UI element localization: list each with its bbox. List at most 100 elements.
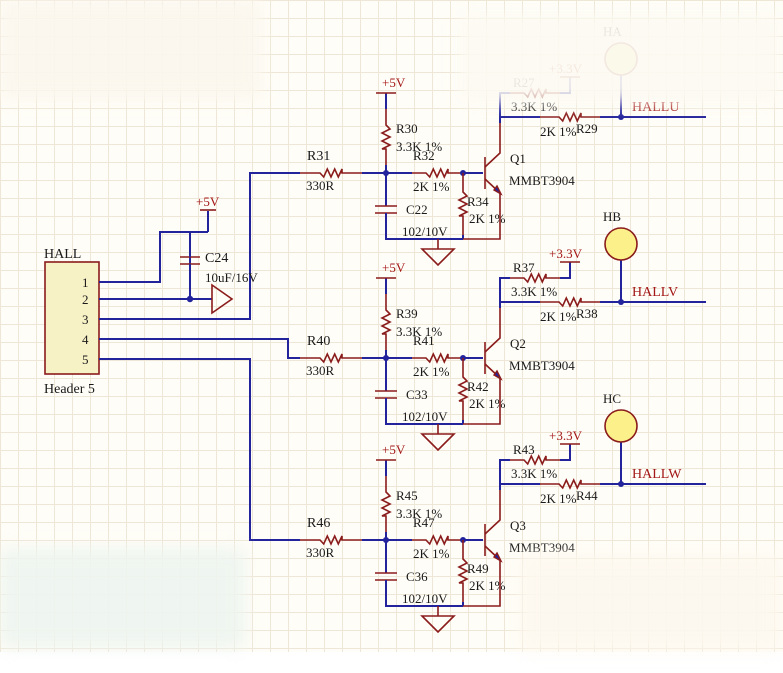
resistor-value: 2K 1% xyxy=(469,211,506,226)
ground-symbol xyxy=(420,606,456,634)
resistor-r45 xyxy=(380,476,392,532)
wire-pin4 xyxy=(99,338,300,359)
wire xyxy=(560,444,571,461)
resistor-value: 330R xyxy=(306,545,335,560)
wire xyxy=(499,459,510,490)
resistor-r42 xyxy=(457,358,469,420)
transistor-part: MMBT3904 xyxy=(509,358,575,373)
wire xyxy=(560,262,571,279)
resistor-value: 3.3K 1% xyxy=(511,284,557,299)
led-label: HC xyxy=(603,391,621,406)
resistor-r40 xyxy=(300,352,362,364)
transistor-emitter xyxy=(463,363,501,425)
c24-value: 10uF/16V xyxy=(205,270,258,285)
resistor-value: 2K 1% xyxy=(540,309,577,324)
channel-2: R40 330R +5V R39 3.3K 1% C33 102/10V R41 2K 1% R4… xyxy=(300,209,706,452)
resistor-r34 xyxy=(457,173,469,235)
resistor-ref: R31 xyxy=(307,149,330,164)
cap-ref: C33 xyxy=(406,387,428,402)
transistor-collector xyxy=(484,490,501,535)
cap-c24: +5V C24 10uF/16V xyxy=(180,194,258,315)
resistor-value: 2K 1% xyxy=(413,179,450,194)
ground-symbol xyxy=(420,424,456,452)
resistor-ref: R46 xyxy=(307,516,330,531)
resistor-r46 xyxy=(300,534,362,546)
obscured-region xyxy=(460,14,780,104)
resistor-value: 3.3K 1% xyxy=(396,324,442,339)
resistor-r32 xyxy=(412,167,462,179)
net-label: HALLW xyxy=(632,467,682,482)
power-label: +3.3V xyxy=(549,428,583,443)
cap-ref: C36 xyxy=(406,569,428,584)
resistor-ref: R41 xyxy=(413,333,435,348)
wire xyxy=(499,277,510,308)
resistor-ref: R40 xyxy=(307,334,330,349)
resistor-ref: R30 xyxy=(396,121,418,136)
power-label: +5V xyxy=(382,442,406,457)
resistor-ref: R37 xyxy=(513,260,535,275)
resistor-value: 3.3K 1% xyxy=(396,139,442,154)
header-part-name: Header 5 xyxy=(44,382,95,397)
cap-value: 102/10V xyxy=(402,591,448,606)
ground-symbol xyxy=(420,239,456,267)
resistor-ref: R43 xyxy=(513,442,535,457)
resistor-r37 xyxy=(510,272,560,284)
resistor-ref: R44 xyxy=(576,488,598,503)
resistor-r41 xyxy=(412,352,462,364)
net-label: HALLV xyxy=(632,285,678,300)
header-pin-4: 4 xyxy=(82,332,89,347)
transistor-ref: Q3 xyxy=(510,518,526,533)
header-wiring xyxy=(99,172,300,541)
resistor-r38 xyxy=(540,296,600,308)
led-indicator xyxy=(604,409,638,443)
resistor-ref: R45 xyxy=(396,488,418,503)
resistor-r43 xyxy=(510,454,560,466)
wire-pin3 xyxy=(99,172,300,320)
power-label: +5V xyxy=(382,260,406,275)
c24-power-label: +5V xyxy=(196,194,220,209)
transistor-part: MMBT3904 xyxy=(509,173,575,188)
cap-ref: C22 xyxy=(406,202,428,217)
resistor-value: 330R xyxy=(306,363,335,378)
power-label: +5V xyxy=(382,75,406,90)
resistor-ref: R39 xyxy=(396,306,418,321)
emitter-arrow xyxy=(492,369,503,381)
resistor-value: 2K 1% xyxy=(413,364,450,379)
transistor-emitter xyxy=(463,545,501,607)
header-pin-3: 3 xyxy=(82,312,89,327)
cap-value: 102/10V xyxy=(402,224,448,239)
header-title: HALL xyxy=(44,247,81,262)
transistor-collector xyxy=(484,123,501,168)
obscured-region xyxy=(0,548,245,648)
emitter-arrow xyxy=(492,551,503,563)
resistor-r30 xyxy=(380,109,392,165)
resistor-ref: R38 xyxy=(576,306,598,321)
obscured-region xyxy=(520,555,780,650)
transistor-ref: Q1 xyxy=(510,151,526,166)
led-label: HB xyxy=(603,209,621,224)
obscured-region xyxy=(0,0,262,100)
header-pin-5: 5 xyxy=(82,352,89,367)
c24-ref: C24 xyxy=(205,251,228,266)
resistor-r44 xyxy=(540,478,600,490)
wire-pin1 xyxy=(99,231,208,283)
resistor-r49 xyxy=(457,540,469,602)
resistor-r29 xyxy=(540,111,600,123)
resistor-r31 xyxy=(300,167,362,179)
resistor-value: 3.3K 1% xyxy=(396,506,442,521)
wire-pin5 xyxy=(99,358,300,541)
resistor-ref: R34 xyxy=(467,194,489,209)
resistor-ref: R29 xyxy=(576,121,598,136)
resistor-value: 330R xyxy=(306,178,335,193)
resistor-ref: R42 xyxy=(467,379,489,394)
power-label: +3.3V xyxy=(549,246,583,261)
resistor-ref: R49 xyxy=(467,561,489,576)
resistor-ref: R32 xyxy=(413,148,435,163)
resistor-r47 xyxy=(412,534,462,546)
cap-value: 102/10V xyxy=(402,409,448,424)
resistor-value: 2K 1% xyxy=(469,396,506,411)
grid-background xyxy=(0,0,783,652)
